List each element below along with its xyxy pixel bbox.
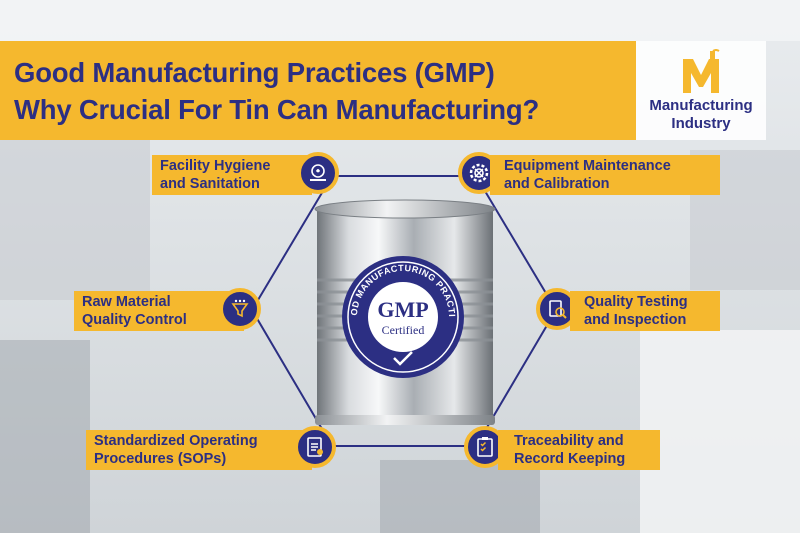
- seal-sub: Certified: [382, 323, 425, 337]
- item-line-2: Quality Control: [82, 312, 187, 328]
- background-machine-right: [640, 330, 800, 533]
- background-machine-left: [0, 340, 90, 533]
- item-line-2: and Calibration: [504, 176, 610, 192]
- item-quality-testing: Quality Testing and Inspection: [570, 291, 720, 331]
- title-banner: Good Manufacturing Practices (GMP) Why C…: [0, 41, 636, 140]
- logo-line-2: Industry: [671, 115, 731, 132]
- sop-document-icon: [294, 426, 336, 468]
- item-line-1: Standardized Operating: [94, 433, 258, 449]
- hygiene-icon: [297, 152, 339, 194]
- seal-label: GMP: [377, 297, 428, 322]
- background-floor-machine: [380, 460, 540, 533]
- funnel-icon: [219, 288, 261, 330]
- item-traceability: Traceability and Record Keeping: [498, 430, 660, 470]
- check-icon: [393, 351, 413, 366]
- factory-m-logo-icon: [683, 49, 720, 93]
- item-line-1: Facility Hygiene: [160, 158, 271, 174]
- item-raw-material: Raw Material Quality Control: [74, 291, 244, 331]
- item-line-2: and Inspection: [584, 312, 687, 328]
- brand-logo: Manufacturing Industry: [636, 41, 766, 140]
- item-line-2: and Sanitation: [160, 176, 260, 192]
- logo-line-1: Manufacturing: [649, 97, 753, 114]
- item-line-1: Raw Material: [82, 294, 171, 310]
- background-shelves: [0, 140, 150, 300]
- background-top: [0, 0, 800, 41]
- item-line-2: Procedures (SOPs): [94, 451, 227, 467]
- gmp-seal: GOOD MANUFACTURING PRACTICE GMP Certifie…: [340, 254, 464, 378]
- item-line-1: Traceability and: [514, 433, 624, 449]
- item-line-2: Record Keeping: [514, 451, 626, 467]
- item-equipment-maintenance: Equipment Maintenance and Calibration: [490, 155, 720, 195]
- item-line-1: Quality Testing: [584, 294, 688, 310]
- item-facility-hygiene: Facility Hygiene and Sanitation: [152, 155, 312, 195]
- title-line-2: Why Crucial For Tin Can Manufacturing?: [14, 94, 540, 125]
- title-line-1: Good Manufacturing Practices (GMP): [14, 57, 495, 88]
- item-sops: Standardized Operating Procedures (SOPs): [86, 430, 312, 470]
- item-line-1: Equipment Maintenance: [504, 158, 671, 174]
